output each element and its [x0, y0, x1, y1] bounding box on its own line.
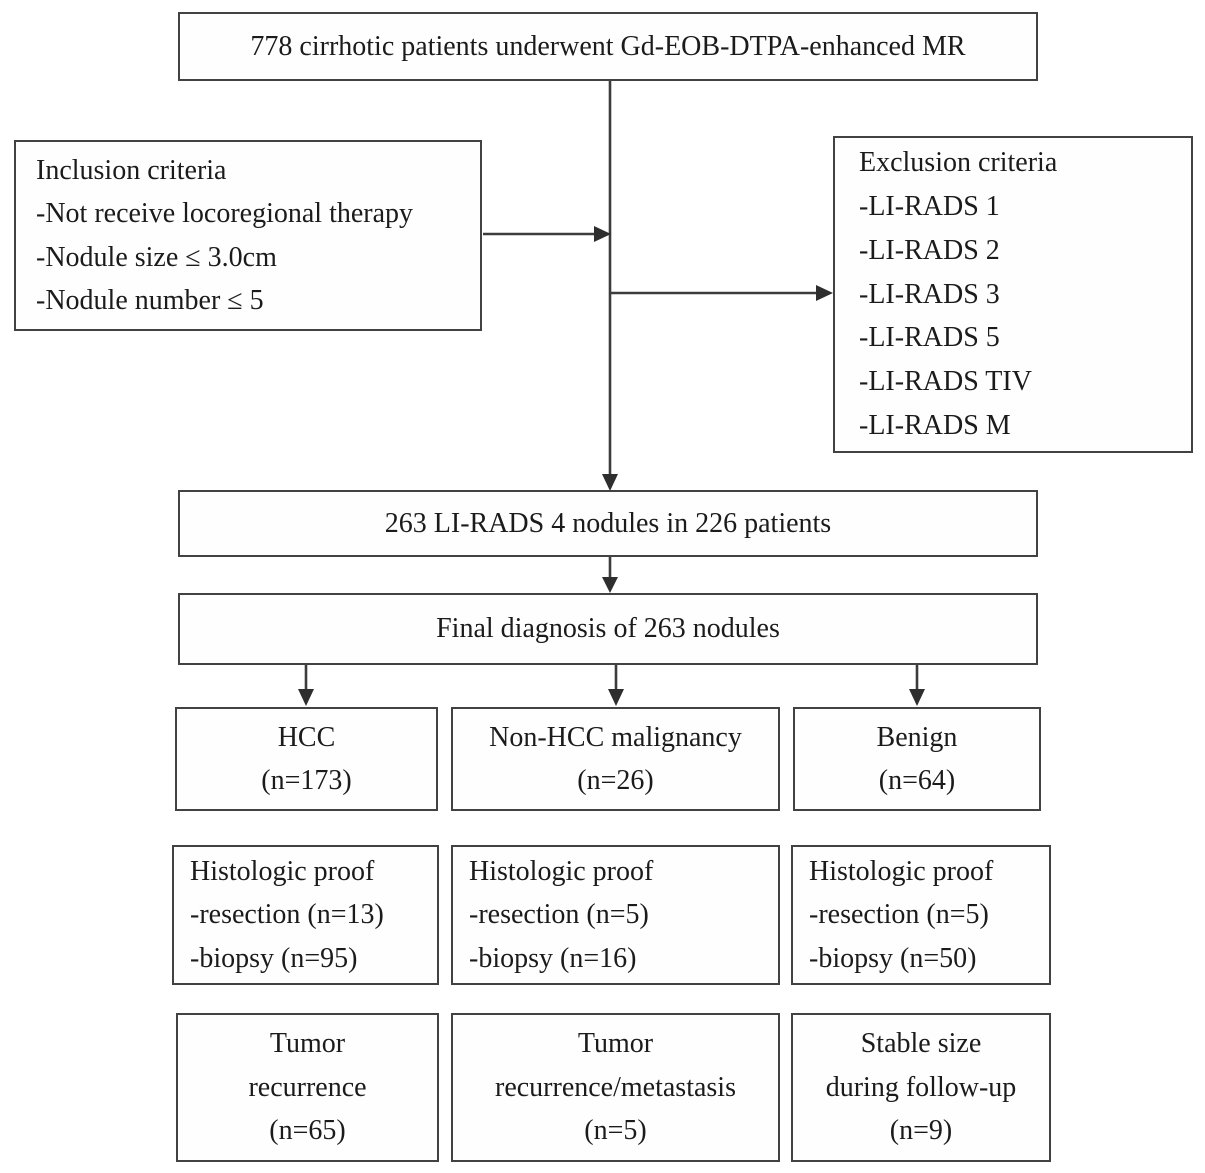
exclusion-item: -LI-RADS 5	[859, 322, 1000, 354]
box-histology-nonhcc: Histologic proof -resection (n=5) -biops…	[451, 845, 780, 985]
histology-item: -biopsy (n=95)	[190, 942, 358, 974]
box-outcome-benign: Stable size during follow-up (n=9)	[791, 1013, 1051, 1162]
category-count: (n=64)	[878, 765, 956, 796]
histology-item: -resection (n=5)	[469, 899, 649, 931]
histology-item: -biopsy (n=16)	[469, 942, 637, 974]
histology-title: Histologic proof	[809, 855, 994, 887]
box-category-nonhcc: Non-HCC malignancy (n=26)	[451, 707, 780, 811]
box-histology-hcc: Histologic proof -resection (n=13) -biop…	[172, 845, 439, 985]
exclusion-title: Exclusion criteria	[859, 146, 1058, 178]
histology-item: -resection (n=13)	[190, 899, 384, 931]
box-category-benign: Benign (n=64)	[793, 707, 1041, 811]
category-name: Benign	[876, 721, 958, 753]
outcome-line: recurrence	[248, 1071, 367, 1103]
outcome-line: recurrence/metastasis	[495, 1071, 736, 1103]
outcome-line: (n=9)	[889, 1115, 953, 1147]
inclusion-item: -Nodule size ≤ 3.0cm	[36, 241, 277, 273]
exclusion-item: -LI-RADS TIV	[859, 366, 1032, 398]
connector-branch-hcc	[298, 665, 314, 706]
inclusion-item: -Not receive locoregional therapy	[36, 198, 414, 230]
outcome-line: during follow-up	[825, 1071, 1017, 1103]
box-final-diagnosis: Final diagnosis of 263 nodules	[178, 593, 1038, 665]
connector-branch-benign	[909, 665, 925, 706]
exclusion-item: -LI-RADS 1	[859, 190, 1000, 222]
exclusion-item: -LI-RADS 2	[859, 234, 1000, 266]
exclusion-item: -LI-RADS M	[859, 410, 1011, 442]
outcome-line: Tumor	[577, 1028, 654, 1060]
box-patients-total: 778 cirrhotic patients underwent Gd-EOB-…	[178, 12, 1038, 81]
histology-item: -resection (n=5)	[809, 899, 989, 931]
final-diagnosis-text: Final diagnosis of 263 nodules	[436, 613, 780, 645]
connector-inclusion-arrow	[483, 226, 611, 242]
histology-title: Histologic proof	[190, 855, 375, 887]
inclusion-title: Inclusion criteria	[36, 154, 227, 186]
category-count: (n=26)	[577, 765, 654, 796]
box-exclusion-criteria: Exclusion criteria -LI-RADS 1 -LI-RADS 2…	[833, 136, 1193, 453]
histology-item: -biopsy (n=50)	[809, 942, 977, 974]
box-lirads4-cohort: 263 LI-RADS 4 nodules in 226 patients	[178, 490, 1038, 557]
box-outcome-hcc: Tumor recurrence (n=65)	[176, 1013, 439, 1162]
outcome-line: Tumor	[269, 1028, 346, 1060]
connector-branch-nonhcc	[608, 665, 624, 706]
histology-title: Histologic proof	[469, 855, 654, 887]
category-name: Non-HCC malignancy	[489, 721, 742, 753]
category-name: HCC	[277, 721, 336, 753]
box-outcome-nonhcc: Tumor recurrence/metastasis (n=5)	[451, 1013, 780, 1162]
category-count: (n=173)	[261, 765, 352, 796]
connector-top-to-cohort	[602, 81, 618, 491]
connector-cohort-to-diagnosis	[602, 557, 618, 593]
box-histology-benign: Histologic proof -resection (n=5) -biops…	[791, 845, 1051, 985]
box-inclusion-criteria: Inclusion criteria -Not receive locoregi…	[14, 140, 482, 331]
patients-total-text: 778 cirrhotic patients underwent Gd-EOB-…	[250, 30, 966, 62]
outcome-line: Stable size	[860, 1028, 982, 1060]
exclusion-item: -LI-RADS 3	[859, 278, 1000, 310]
inclusion-item: -Nodule number ≤ 5	[36, 284, 264, 316]
connector-exclusion-arrow	[611, 285, 833, 301]
lirads4-cohort-text: 263 LI-RADS 4 nodules in 226 patients	[384, 507, 832, 539]
outcome-line: (n=5)	[584, 1115, 647, 1147]
outcome-line: (n=65)	[269, 1115, 346, 1147]
box-category-hcc: HCC (n=173)	[175, 707, 438, 811]
